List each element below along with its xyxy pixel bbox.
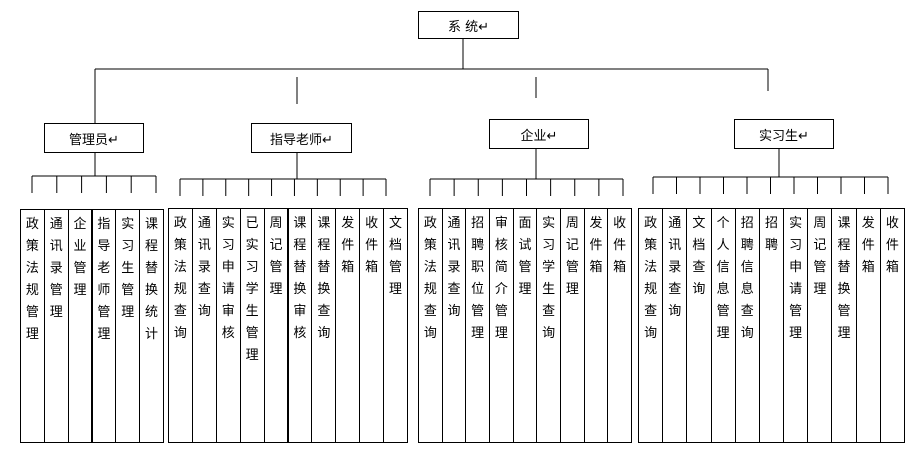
module-box-company: 收件箱 [607,208,632,443]
module-label: 发件箱 [589,216,603,275]
module-label: 面试管理 [518,216,532,297]
group-node-advisor: 指导老师↵ [251,123,352,153]
module-label: 政策法规查询 [423,216,437,341]
module-label: 实习生管理 [121,217,135,320]
module-box-intern: 个人信息管理 [710,208,736,443]
module-label: 文档查询 [692,216,706,297]
module-box-company: 通讯录查询 [441,208,467,443]
module-box-advisor: 已实习学生管理 [239,208,265,443]
module-box-admin: 课程替换统计 [139,209,164,443]
module-box-advisor: 政策法规查询 [168,208,193,443]
root-label: 系 统↵ [447,19,490,35]
module-label: 实习申请管理 [789,216,803,341]
module-label: 文档管理 [389,216,403,297]
module-label: 企业管理 [73,217,87,298]
group-label-admin: 管理员↵ [69,132,119,148]
module-box-admin: 指导老师管理 [91,209,117,443]
module-label: 周记管理 [565,216,579,297]
module-box-intern: 招聘信息查询 [734,208,760,443]
module-box-admin: 实习生管理 [115,209,141,443]
module-label: 通讯录查询 [197,216,211,319]
module-label: 课程替换审核 [293,216,307,341]
module-box-advisor: 实习申请审核 [215,208,241,443]
module-label: 个人信息管理 [716,216,730,341]
module-box-intern: 通讯录查询 [662,208,688,443]
module-label: 审核简介管理 [494,216,508,341]
module-label: 课程替换管理 [837,216,851,341]
module-box-intern: 实习申请管理 [783,208,809,443]
module-box-intern: 收件箱 [879,208,905,443]
module-label: 已实习学生管理 [245,216,259,363]
module-box-admin: 企业管理 [67,209,93,443]
module-label: 收件箱 [885,216,899,275]
group-node-admin: 管理员↵ [44,123,144,153]
module-label: 实习申请审核 [221,216,235,341]
module-box-intern: 文档查询 [686,208,712,443]
module-label: 课程替换统计 [145,217,159,342]
module-box-company: 审核简介管理 [489,208,514,443]
module-box-advisor: 文档管理 [383,208,408,443]
module-label: 发件箱 [341,216,355,275]
module-label: 发件箱 [861,216,875,275]
module-box-intern: 课程替换管理 [831,208,857,443]
module-box-advisor: 发件箱 [335,208,361,443]
module-box-intern: 周记管理 [807,208,833,443]
module-box-company: 实习学生查询 [536,208,561,443]
module-box-advisor: 通讯录查询 [191,208,217,443]
group-label-company: 企业↵ [520,128,558,144]
module-box-advisor: 周记管理 [263,208,289,443]
module-box-company: 发件箱 [583,208,609,443]
module-label: 实习学生查询 [542,216,556,341]
group-node-intern: 实习生↵ [734,119,834,149]
root-node: 系 统↵ [418,11,519,39]
module-box-company: 招聘职位管理 [465,208,490,443]
module-box-intern: 政策法规查询 [638,208,664,443]
module-box-advisor: 收件箱 [359,208,385,443]
module-label: 政策法规查询 [644,216,658,341]
module-label: 通讯录查询 [447,216,461,319]
module-label: 指导老师管理 [97,217,111,342]
module-label: 周记管理 [269,216,283,297]
module-label: 招聘信息查询 [740,216,754,341]
module-label: 政策法规查询 [173,216,187,341]
module-label: 招聘职位管理 [471,216,485,341]
group-node-company: 企业↵ [489,119,589,149]
module-label: 周记管理 [813,216,827,297]
module-label: 通讯录管理 [49,217,63,320]
module-box-company: 周记管理 [560,208,585,443]
module-box-advisor: 课程替换审核 [287,208,313,443]
group-label-advisor: 指导老师↵ [270,132,333,148]
module-box-advisor: 课程替换查询 [311,208,337,443]
module-box-intern: 发件箱 [855,208,881,443]
module-label: 收件箱 [613,216,627,275]
module-label: 通讯录查询 [668,216,682,319]
module-label: 收件箱 [365,216,379,275]
module-label: 招聘 [764,216,778,253]
module-box-company: 政策法规查询 [418,208,443,443]
module-box-admin: 通讯录管理 [43,209,69,443]
group-label-intern: 实习生↵ [759,128,809,144]
module-box-company: 面试管理 [512,208,538,443]
module-label: 课程替换查询 [317,216,331,341]
module-box-admin: 政策法规管理 [20,209,45,443]
module-label: 政策法规管理 [25,217,39,342]
module-box-intern: 招聘 [758,208,785,443]
